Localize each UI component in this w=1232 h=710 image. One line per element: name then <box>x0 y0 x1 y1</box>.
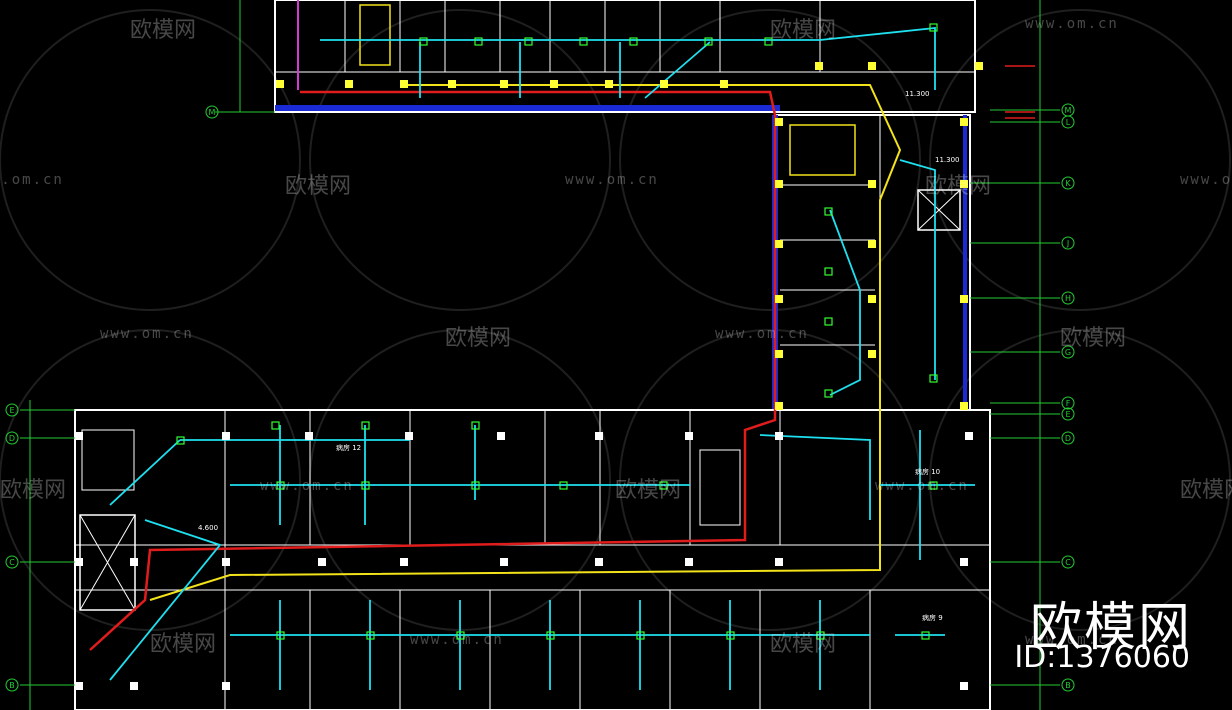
watermark-logo: 欧模网 <box>1060 326 1127 351</box>
room-label-12: 病房 12 <box>336 443 361 452</box>
watermark-url: www.om.cn <box>565 172 659 188</box>
watermark-logo: 欧模网 <box>615 478 682 503</box>
axis-label-d-left: D <box>9 434 15 443</box>
axis-label-c: C <box>1065 558 1071 567</box>
axis-label-e: E <box>1065 410 1070 419</box>
columns <box>276 62 983 410</box>
watermark-logo: 欧模网 <box>130 18 197 43</box>
sprinkler-nodes <box>176 23 938 640</box>
brand-id-label: ID:1376060 <box>1014 640 1190 675</box>
watermark-logo: 欧模网 <box>285 174 352 199</box>
axis-label-c-left: C <box>9 558 15 567</box>
axis-label-k: K <box>1065 179 1071 188</box>
watermark-url: www.om.cn <box>1025 16 1119 32</box>
elevation-label-upper: 11.300 <box>905 90 930 98</box>
watermark-url: www.om.cn <box>875 478 969 494</box>
brand-logo-text: 欧模网 <box>1029 598 1192 658</box>
watermark-logo: 欧模网 <box>1180 478 1232 503</box>
watermark-logo: 欧模网 <box>770 632 837 657</box>
watermark-logo: 欧模网 <box>0 478 67 503</box>
pipe-yellow <box>149 84 902 601</box>
axis-label-f: F <box>1066 399 1071 408</box>
columns-white <box>75 432 973 690</box>
axis-label-e-left: E <box>9 406 14 415</box>
watermark-url: www.om.cn <box>715 326 809 342</box>
axis-bubbles <box>5 103 1075 692</box>
axis-label-l: L <box>1066 118 1071 127</box>
annotations: 11.300 11.300 4.600 病房 10 病房 12 病房 9 <box>198 90 960 622</box>
axis-label-h: H <box>1065 294 1071 303</box>
room-label-9: 病房 9 <box>922 613 943 622</box>
axis-label-d: D <box>1065 434 1071 443</box>
axis-label-b-left: B <box>9 681 15 690</box>
watermark-url: www.om.cn <box>1180 172 1232 188</box>
axis-label-j: J <box>1066 239 1069 248</box>
watermark-logo: 欧模网 <box>770 18 837 43</box>
axis-label-g: G <box>1065 348 1071 357</box>
upper-wing <box>274 0 976 113</box>
watermark-url: www.om.cn <box>0 172 64 188</box>
pipe-red <box>89 90 777 651</box>
axis-label-b: B <box>1065 681 1071 690</box>
axis-lines <box>20 0 1060 710</box>
elevation-label-lower: 4.600 <box>198 524 218 532</box>
watermark-url: www.om.cn <box>260 478 354 494</box>
watermark-logo: 欧模网 <box>445 326 512 351</box>
watermark-url: www.om.cn <box>410 632 504 648</box>
axis-red-ticks <box>1005 65 1035 119</box>
pipe-cyan <box>109 27 975 690</box>
watermark-logo: 欧模网 <box>150 632 217 657</box>
axis-label-m-top: M <box>209 108 216 117</box>
axis-bubble-labels: M L K J H G F E D C B E D C B M <box>9 106 1072 690</box>
axis-label-m: M <box>1065 106 1072 115</box>
watermark-circles <box>0 9 1231 631</box>
room-label-10: 病房 10 <box>915 467 940 476</box>
watermark-logo: 欧模网 <box>925 174 992 199</box>
lower-wing <box>74 409 991 710</box>
watermark-url: www.om.cn <box>1025 632 1119 648</box>
elevation-label-right: 11.300 <box>935 156 960 164</box>
watermark-url: www.om.cn <box>100 326 194 342</box>
